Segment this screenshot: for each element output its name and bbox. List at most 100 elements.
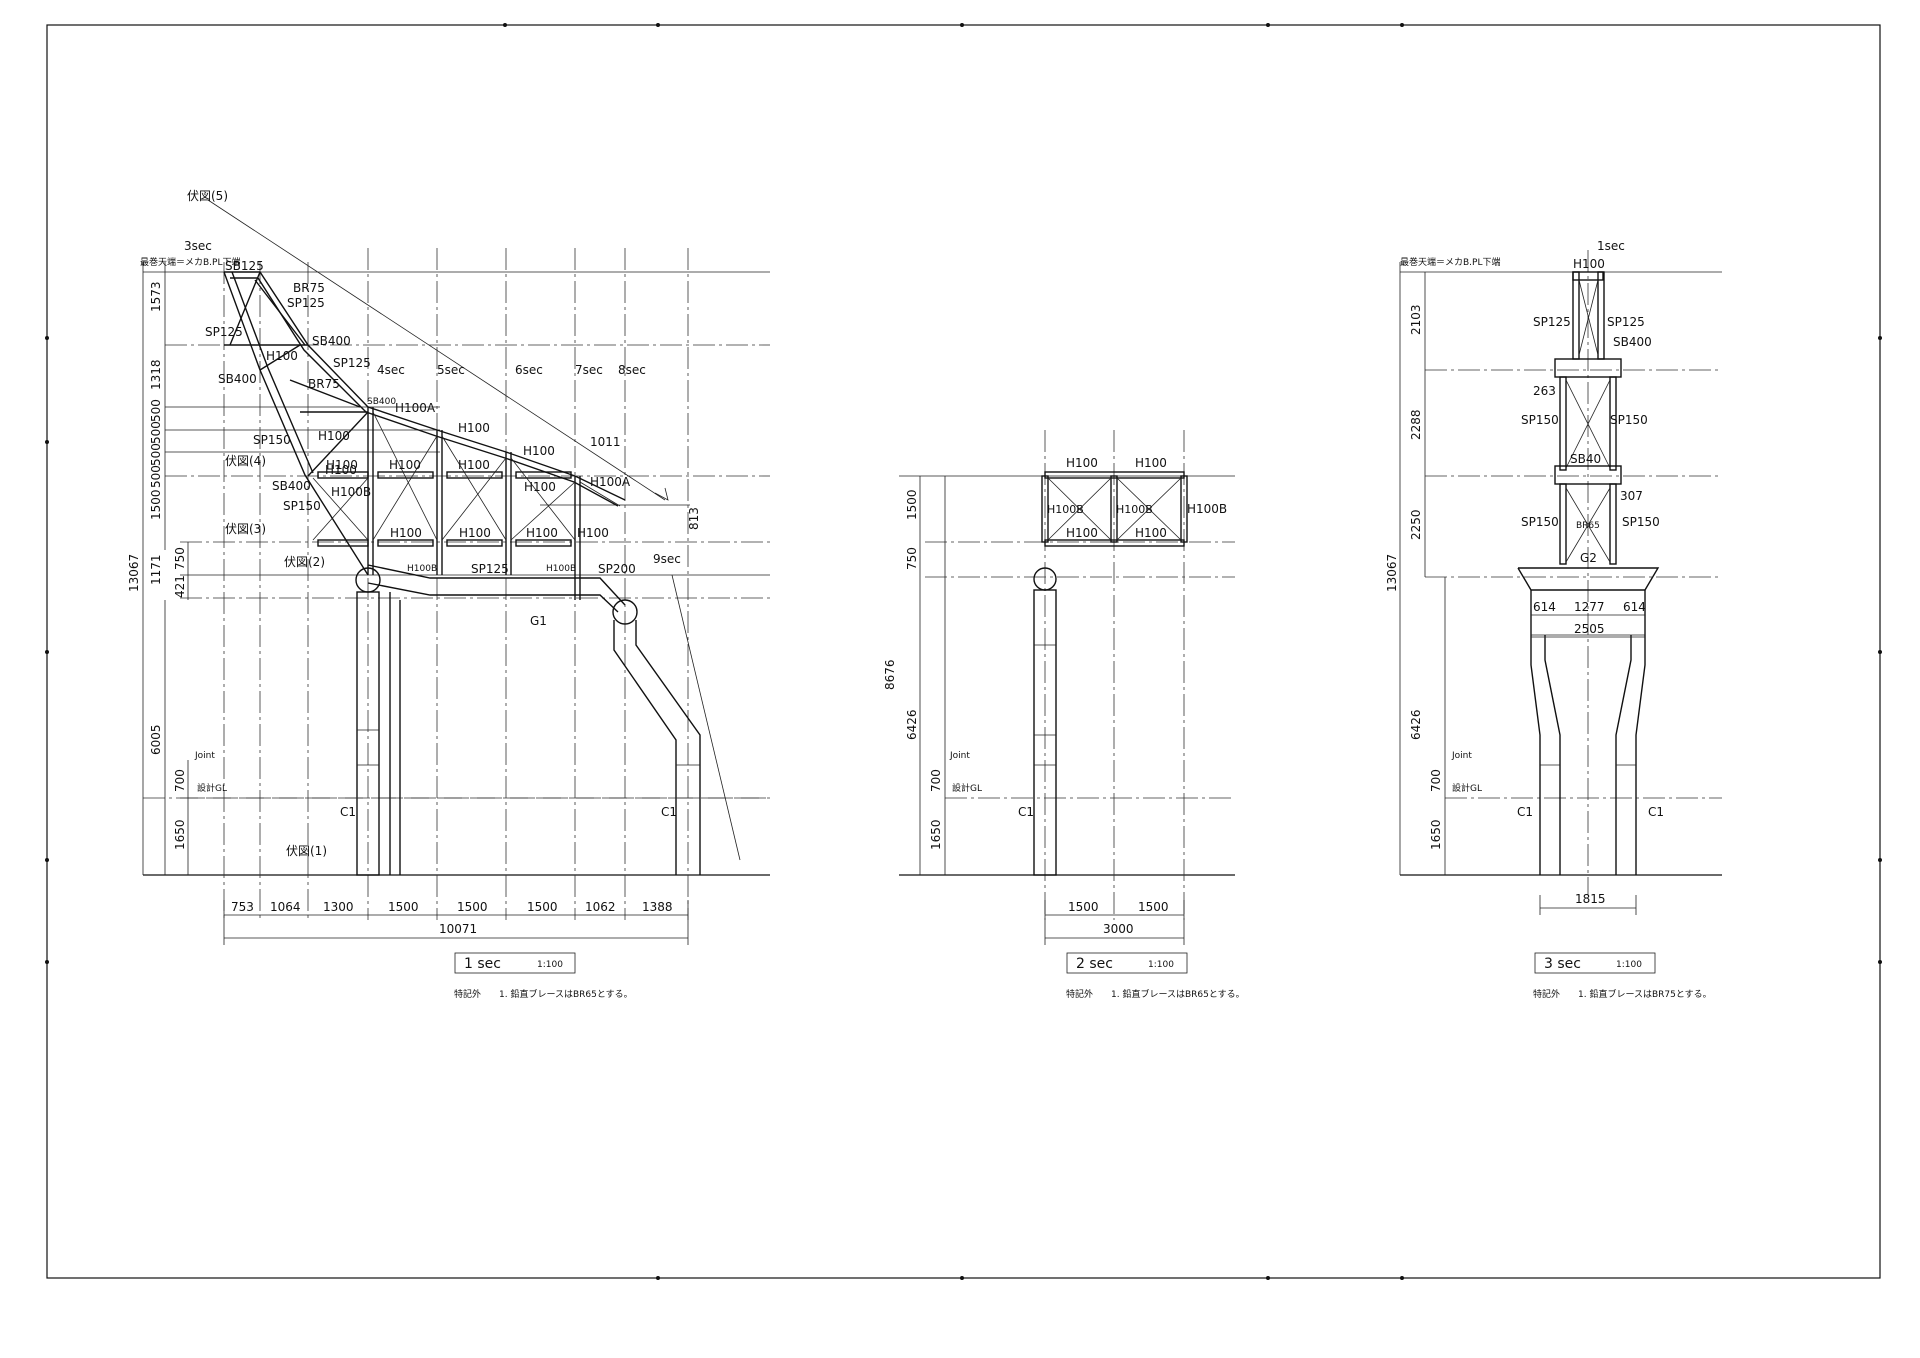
sec1-hdim: 1300	[323, 900, 354, 914]
sec1-label: H100	[523, 444, 555, 458]
sec2-label: H100	[1135, 526, 1167, 540]
sec3-top-dim: 1277	[1574, 600, 1605, 614]
sec1-hdim: 1500	[388, 900, 419, 914]
sec1-label: H100	[325, 463, 357, 477]
sec1-label: H100	[458, 421, 490, 435]
sec3-gl: 設計GL	[1452, 782, 1482, 794]
sec1-vdim: 1171	[149, 554, 163, 585]
sec1-member-labels: SB125 BR75 SP125 SP125 SB400 H100 SP125 …	[205, 259, 677, 819]
sec1-fukuzu-label: 伏図(3)	[225, 522, 266, 536]
sec1-hdim: 1064	[270, 900, 301, 914]
sec1-side-dim: 1011	[590, 435, 621, 449]
sec1-hdim-texts: 753 1064 1300 1500 1500 1500 1062 1388 1…	[231, 435, 701, 936]
section-2-drawing: H100 H100 H100B H100B H100B H100 H100 C1…	[883, 430, 1245, 1000]
sec1-label: H100	[577, 526, 609, 540]
sec3-vdim: 6426	[1409, 709, 1423, 740]
sec3-labels: 1sec H100 SP125 SP125 SB400 263 SP150 SP…	[1385, 239, 1664, 850]
sec1-label: SB125	[225, 259, 264, 273]
sec3-label: SP150	[1521, 515, 1559, 529]
sec2-scale: 1:100	[1148, 960, 1174, 970]
sec2-level-lines	[899, 475, 1235, 876]
sec2-horizontal-dims	[1044, 900, 1185, 945]
sec1-label: SP125	[333, 356, 371, 370]
sec3-top-total: 2505	[1574, 622, 1605, 636]
sec2-vdim: 1650	[929, 819, 943, 850]
sec3-top-dim: 614	[1623, 600, 1646, 614]
sec1-vdim: 500	[149, 465, 163, 488]
sec1-section-marker: 9sec	[653, 552, 681, 566]
sec1-label: H100	[524, 480, 556, 494]
sec3-vdim: 2288	[1409, 409, 1423, 440]
sec1-hdim: 753	[231, 900, 254, 914]
sec1-label: SP200	[598, 562, 636, 576]
sec1-vdim: 750	[173, 547, 187, 570]
sec3-label: SP125	[1533, 315, 1571, 329]
sec1-gl: 設計GL	[197, 782, 227, 794]
sec1-label: SB400	[367, 397, 396, 407]
sec3-title: 3 sec	[1544, 956, 1581, 972]
sec1-section-marker: 6sec	[515, 363, 543, 377]
sec1-label: H100A	[395, 401, 436, 415]
sec1-vdim: 13067	[127, 554, 141, 592]
sec1-hdim: 1500	[457, 900, 488, 914]
sec1-hdim: 1500	[527, 900, 558, 914]
sec1-cut-line-5	[207, 199, 666, 501]
sec1-label: H100B	[331, 485, 371, 499]
sec1-label: H100	[318, 429, 350, 443]
sec1-hdim: 1388	[642, 900, 673, 914]
sec3-label: BR65	[1576, 521, 1600, 531]
sec3-notes-prefix: 特記外	[1533, 988, 1560, 1000]
sec1-fukuzu-label: 伏図(4)	[225, 454, 266, 468]
sec1-title-box	[454, 952, 576, 974]
sec1-fukuzu-label: 伏図(5)	[187, 189, 228, 203]
sec1-label: C1	[661, 805, 677, 819]
sec1-vdim: 421	[173, 575, 187, 598]
sec2-label: H100B	[1116, 503, 1153, 516]
sec1-section-marker: 7sec	[575, 363, 603, 377]
section-3-drawing: 1sec H100 SP125 SP125 SB400 263 SP150 SP…	[1385, 239, 1722, 1000]
sec1-title: 1 sec	[464, 956, 501, 972]
sec2-label: H100B	[1047, 503, 1084, 516]
sec3-label: SB40	[1570, 452, 1601, 466]
sec2-title-box	[1066, 952, 1188, 974]
sec3-bottom-dim: 1815	[1575, 892, 1606, 906]
sec3-top-dims	[1531, 614, 1645, 638]
sec2-joint: Joint	[949, 751, 970, 761]
sec2-note: 1. 鉛直ブレースはBR65とする。	[1111, 988, 1245, 1000]
sec2-label: H100	[1135, 456, 1167, 470]
sec1-section-marker: 8sec	[618, 363, 646, 377]
sec1-column-right	[613, 620, 701, 875]
sec2-label: H100	[1066, 526, 1098, 540]
sec1-label: SP150	[253, 433, 291, 447]
sec1-note: 1. 鉛直ブレースはBR65とする。	[499, 988, 633, 1000]
sec1-label: C1	[340, 805, 356, 819]
sheet-border	[46, 24, 1881, 1279]
sec2-vdim: 700	[929, 769, 943, 792]
sec3-top-dim: 614	[1533, 600, 1556, 614]
sec1-label: SB400	[312, 334, 351, 348]
sec1-label: BR75	[293, 281, 325, 295]
sec1-label: SP125	[287, 296, 325, 310]
sec1-label: H100B	[407, 564, 437, 574]
sec1-label: H100A	[590, 475, 631, 489]
sec2-title: 2 sec	[1076, 956, 1113, 972]
sec2-dimension-vertical	[919, 476, 946, 875]
sec1-vdim: 1500	[149, 489, 163, 520]
sec3-vdim: 2103	[1409, 304, 1423, 335]
sec2-vdim: 6426	[905, 709, 919, 740]
sec3-joint: Joint	[1451, 751, 1472, 761]
sec1-label: H100	[389, 458, 421, 472]
sec1-label: H100	[390, 526, 422, 540]
sec3-vdim: 2250	[1409, 509, 1423, 540]
sec1-total-dim: 10071	[439, 922, 477, 936]
sec2-notes-prefix: 特記外	[1066, 988, 1093, 1000]
sec3-label: SP125	[1607, 315, 1645, 329]
sec1-fukuzu-label: 伏図(1)	[286, 844, 327, 858]
sec1-joint: Joint	[194, 751, 215, 761]
sec1-top-level: 最巻天端＝メカB.PL下端	[140, 256, 240, 268]
sec1-vdim: 500	[149, 399, 163, 422]
sec1-label: H100	[458, 458, 490, 472]
sec3-label: SB400	[1613, 335, 1652, 349]
sec3-note: 1. 鉛直ブレースはBR75とする。	[1578, 988, 1712, 1000]
